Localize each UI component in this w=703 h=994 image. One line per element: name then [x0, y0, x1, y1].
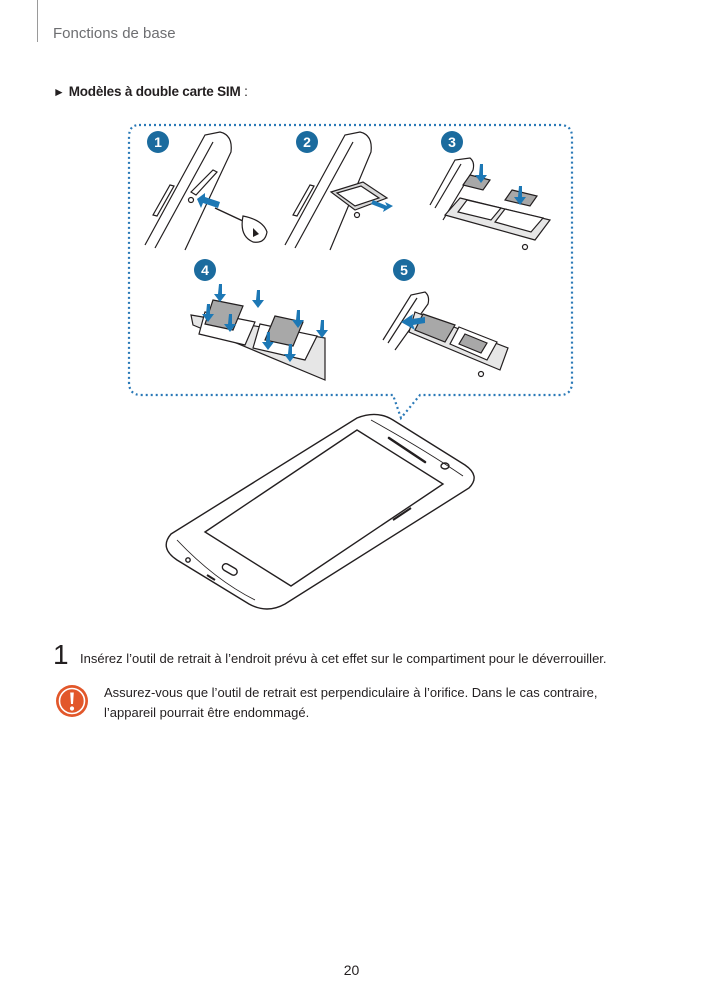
arrow-press-3 [202, 304, 214, 322]
step-badge-3: 3 [441, 131, 463, 153]
step-badge-4: 4 [194, 259, 216, 281]
section-heading: ►Modèles à double carte SIM : [53, 84, 248, 99]
arrow-press-6 [316, 320, 328, 338]
page-number: 20 [343, 962, 360, 978]
arrow-into-hole [197, 193, 220, 208]
step-badge-label: 5 [400, 262, 408, 278]
section-colon: : [240, 84, 248, 99]
step-badge-1: 1 [147, 131, 169, 153]
arrow-card-1 [475, 164, 487, 183]
panel-tray-cards [429, 157, 552, 251]
sim-insertion-illustration: 1 2 3 4 5 [127, 123, 574, 610]
step-badge-label: 2 [303, 134, 311, 150]
step-number: 1 [53, 639, 69, 670]
phone-screen [203, 429, 445, 587]
step-badge-label: 3 [448, 134, 456, 150]
arrow-tray-out [371, 200, 393, 212]
step-text: Insérez l’outil de retrait à l’endroit p… [80, 651, 607, 666]
arrow-press-4 [224, 314, 236, 332]
section-title: Modèles à double carte SIM [68, 84, 241, 99]
step-badge-label: 4 [201, 262, 209, 278]
arrow-press-8 [284, 344, 296, 362]
panel-tray-in [382, 291, 509, 378]
arrow-press-7 [262, 332, 274, 350]
arrow-tray-in [401, 314, 425, 330]
arrow-press-5 [292, 310, 304, 328]
caution-text: Assurez-vous que l’outil de retrait est … [104, 685, 598, 720]
panel-cards-pressed [190, 299, 326, 381]
phone-illustration [165, 413, 475, 610]
header-title: Fonctions de base [53, 25, 176, 42]
arrow-press-2 [252, 290, 264, 308]
step-badge-5: 5 [393, 259, 415, 281]
triangle-icon: ► [53, 85, 65, 99]
panel-eject-tool [144, 131, 268, 251]
header-rule [37, 0, 38, 42]
step-badge-label: 1 [154, 134, 162, 150]
step-badge-2: 2 [296, 131, 318, 153]
exclamation-icon [56, 685, 88, 717]
callout-border [127, 123, 574, 421]
arrow-card-2 [514, 186, 526, 205]
arrow-press-1 [214, 284, 226, 302]
